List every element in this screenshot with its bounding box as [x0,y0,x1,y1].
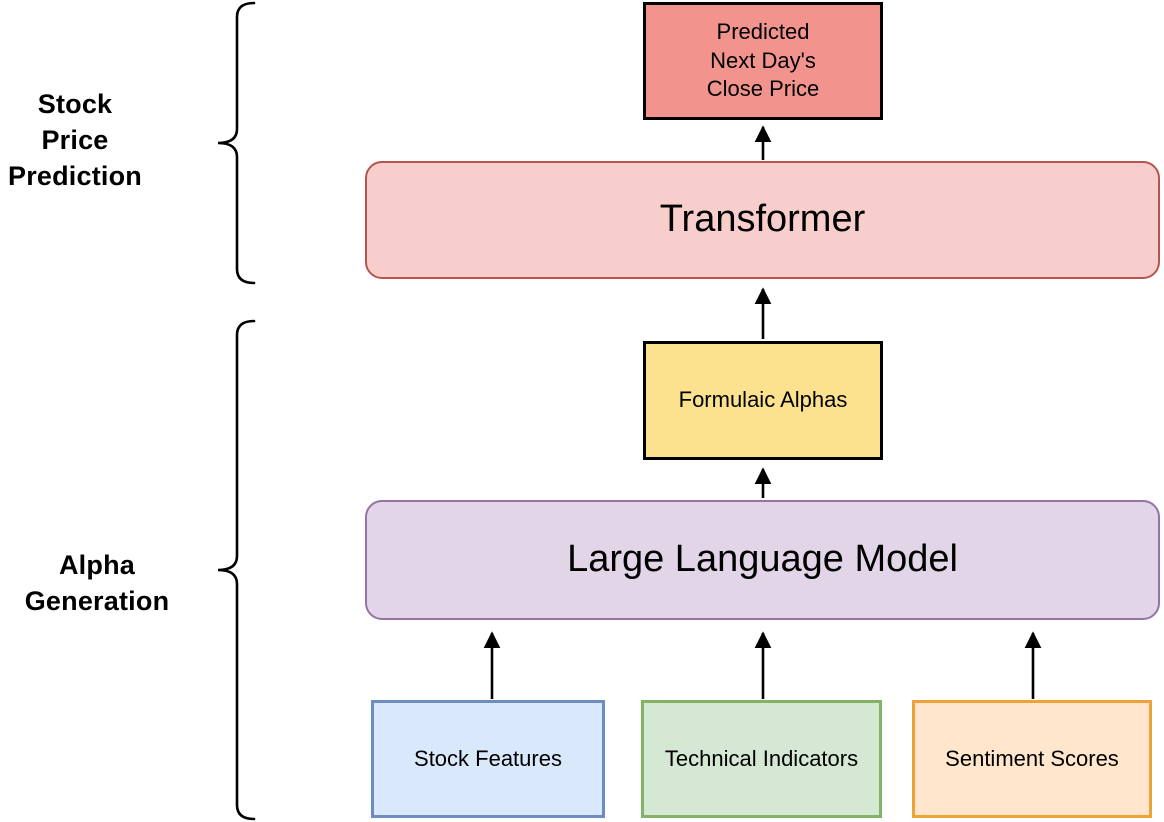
node-sentiment-scores: Sentiment Scores [912,700,1152,818]
node-predicted-next-days-close-price: Predicted Next Day's Close Price [643,2,883,120]
node-stock-features: Stock Features [371,700,605,818]
node-formulaic-alphas: Formulaic Alphas [643,341,883,460]
node-technical-indicators: Technical Indicators [641,700,882,818]
section-label-alpha-generation: Alpha Generation [24,550,170,616]
curly-brace-alpha-generation [217,319,256,821]
curly-brace-stock-price-prediction [217,1,256,285]
node-transformer: Transformer [365,161,1160,279]
section-label-stock-price-prediction: Stock Price Prediction [7,89,143,191]
node-large-language-model: Large Language Model [365,500,1160,620]
